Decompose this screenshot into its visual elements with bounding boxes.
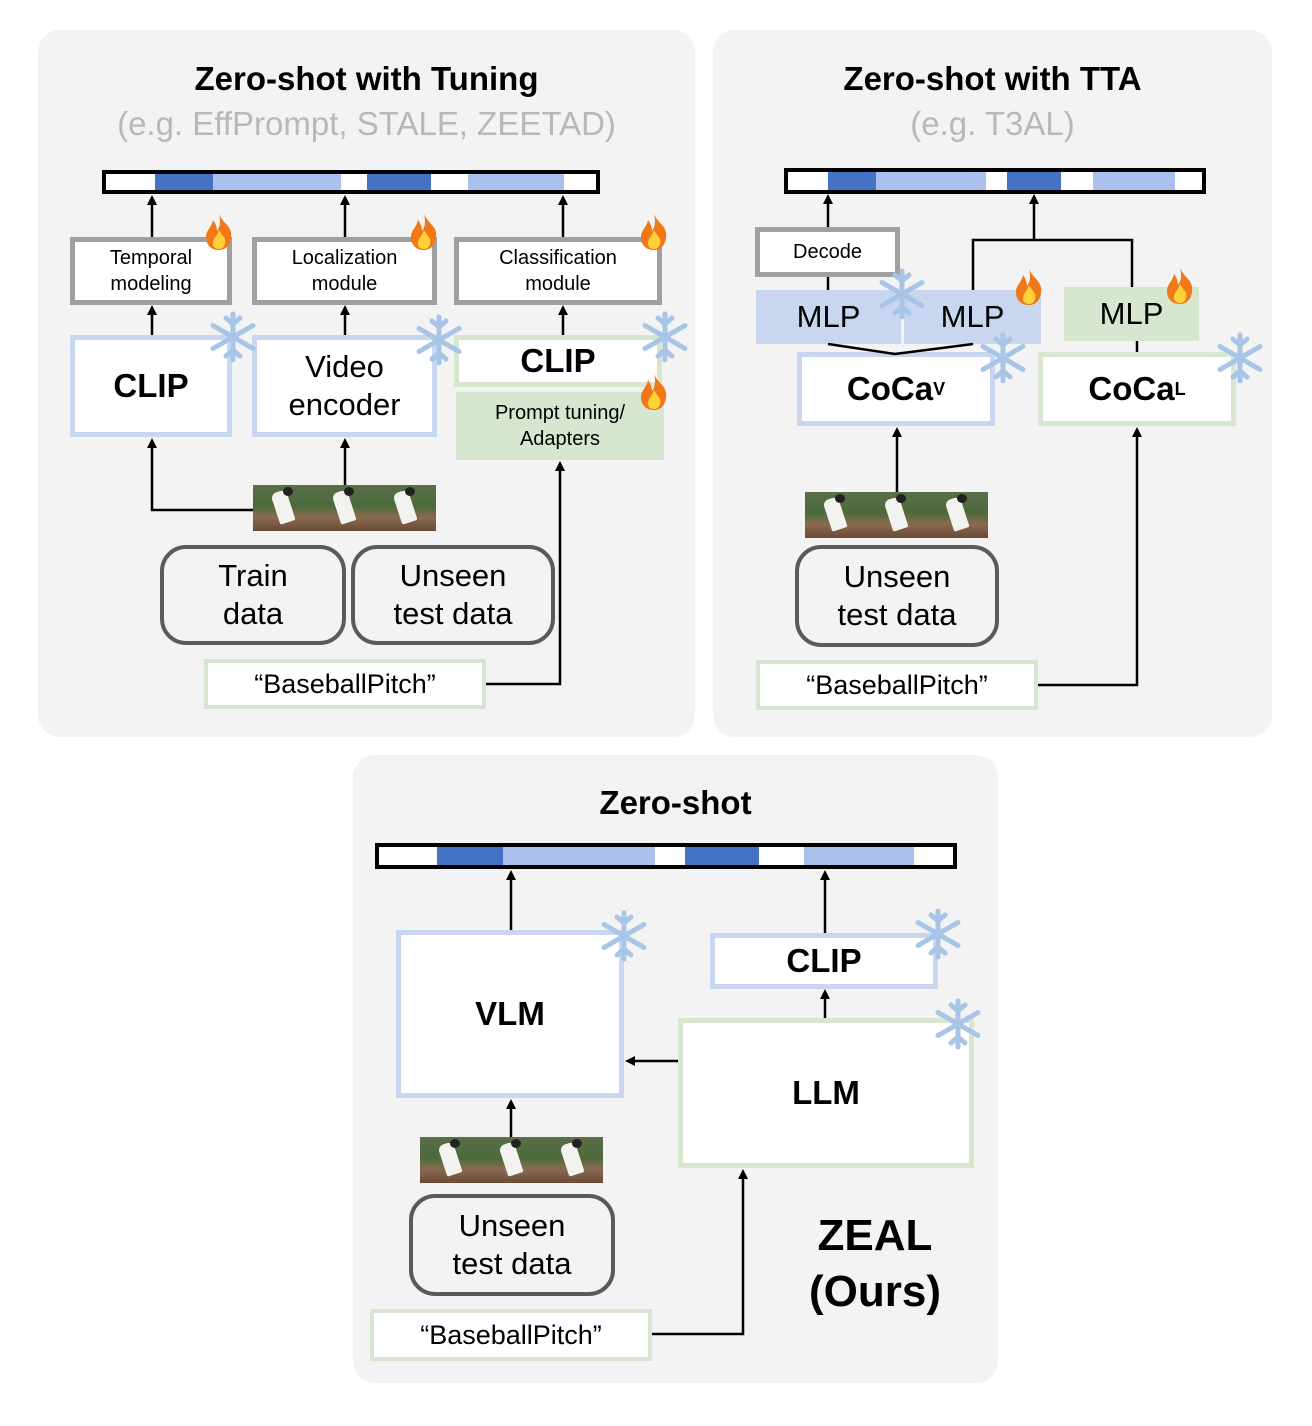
- method-name: ZEAL (Ours): [780, 1208, 970, 1320]
- mlp-box: MLP: [904, 290, 1041, 344]
- fire-icon: [641, 374, 667, 410]
- video-frames: [805, 492, 988, 538]
- timeline-bar: [102, 170, 600, 194]
- snowflake-icon: [210, 311, 256, 363]
- timeline-segment: [685, 847, 759, 865]
- timeline-segment: [1007, 172, 1061, 190]
- vlm-box: VLM: [396, 930, 624, 1098]
- class-name-label: “BaseballPitch”: [204, 659, 486, 709]
- coca-vision-superscript: V: [933, 378, 946, 399]
- localization-module-label: Localization module: [291, 247, 398, 295]
- video-encoder-box: Video encoder: [252, 335, 437, 437]
- unseen-test-data-label: Unseen test data: [452, 1208, 572, 1281]
- timeline-segment: [828, 172, 876, 190]
- coca-language-label: CoCa: [1088, 370, 1175, 407]
- panel-tta-subtitle: (e.g. T3AL): [910, 105, 1075, 142]
- class-name-label: “BaseballPitch”: [756, 660, 1038, 710]
- temporal-modeling-box: Temporal modeling: [70, 237, 232, 305]
- snowflake-icon: [935, 998, 981, 1050]
- snowflake-icon: [601, 910, 647, 962]
- timeline-segment: [437, 847, 503, 865]
- classification-module-box: Classification module: [454, 237, 662, 305]
- fire-icon: [411, 214, 437, 250]
- timeline-segment: [804, 847, 914, 865]
- timeline-segment: [213, 174, 341, 190]
- train-data-label: Train data: [218, 558, 288, 631]
- fire-icon: [641, 214, 667, 250]
- unseen-test-data-label: Unseen test data: [837, 559, 957, 632]
- prompt-tuning-box: Prompt tuning/ Adapters: [456, 392, 664, 460]
- class-name-label: “BaseballPitch”: [370, 1309, 652, 1361]
- snowflake-icon: [879, 268, 925, 320]
- panel-tuning-subtitle: (e.g. EffPrompt, STALE, ZEETAD): [117, 105, 616, 142]
- video-frames: [253, 485, 436, 531]
- video-frames: [420, 1137, 603, 1183]
- decode-box: Decode: [755, 227, 900, 277]
- timeline-segment: [876, 172, 986, 190]
- train-data-box: Train data: [160, 545, 346, 645]
- timeline-segment: [503, 847, 655, 865]
- coca-vision-label: CoCa: [846, 370, 934, 407]
- localization-module-box: Localization module: [252, 237, 437, 305]
- clip-box: CLIP: [710, 933, 938, 989]
- timeline-segment: [155, 174, 213, 190]
- classification-module-label: Classification module: [499, 247, 617, 295]
- fire-icon: [206, 214, 232, 250]
- snowflake-icon: [1217, 332, 1263, 384]
- unseen-test-data-box: Unseen test data: [351, 545, 555, 645]
- panel-tta-title: Zero-shot with TTA: [843, 60, 1142, 97]
- video-encoder-label: Video encoder: [288, 349, 401, 422]
- snowflake-icon: [915, 908, 961, 960]
- unseen-test-data-label: Unseen test data: [393, 558, 513, 631]
- snowflake-icon: [416, 314, 462, 366]
- timeline-segment: [468, 174, 564, 190]
- llm-box: LLM: [678, 1018, 974, 1168]
- panel-tuning-title: Zero-shot with Tuning: [194, 60, 539, 97]
- unseen-test-data-box: Unseen test data: [795, 545, 999, 647]
- timeline-bar: [375, 843, 957, 869]
- prompt-tuning-label: Prompt tuning/ Adapters: [494, 402, 626, 450]
- snowflake-icon: [642, 311, 688, 363]
- method-name-line1: ZEAL: [817, 1211, 933, 1260]
- unseen-test-data-box: Unseen test data: [409, 1194, 615, 1296]
- timeline-bar: [784, 168, 1206, 194]
- clip-text-box: CLIP: [454, 335, 662, 387]
- fire-icon: [1016, 269, 1042, 305]
- clip-box: CLIP: [70, 335, 232, 437]
- panel-zeal-title: Zero-shot: [599, 784, 752, 821]
- temporal-modeling-label: Temporal modeling: [109, 247, 193, 295]
- timeline-segment: [367, 174, 431, 190]
- method-name-line2: (Ours): [809, 1267, 941, 1316]
- fire-icon: [1167, 268, 1193, 304]
- timeline-segment: [1093, 172, 1175, 190]
- snowflake-icon: [980, 332, 1026, 384]
- coca-language-superscript: L: [1174, 378, 1186, 399]
- mlp-box: MLP: [756, 290, 901, 344]
